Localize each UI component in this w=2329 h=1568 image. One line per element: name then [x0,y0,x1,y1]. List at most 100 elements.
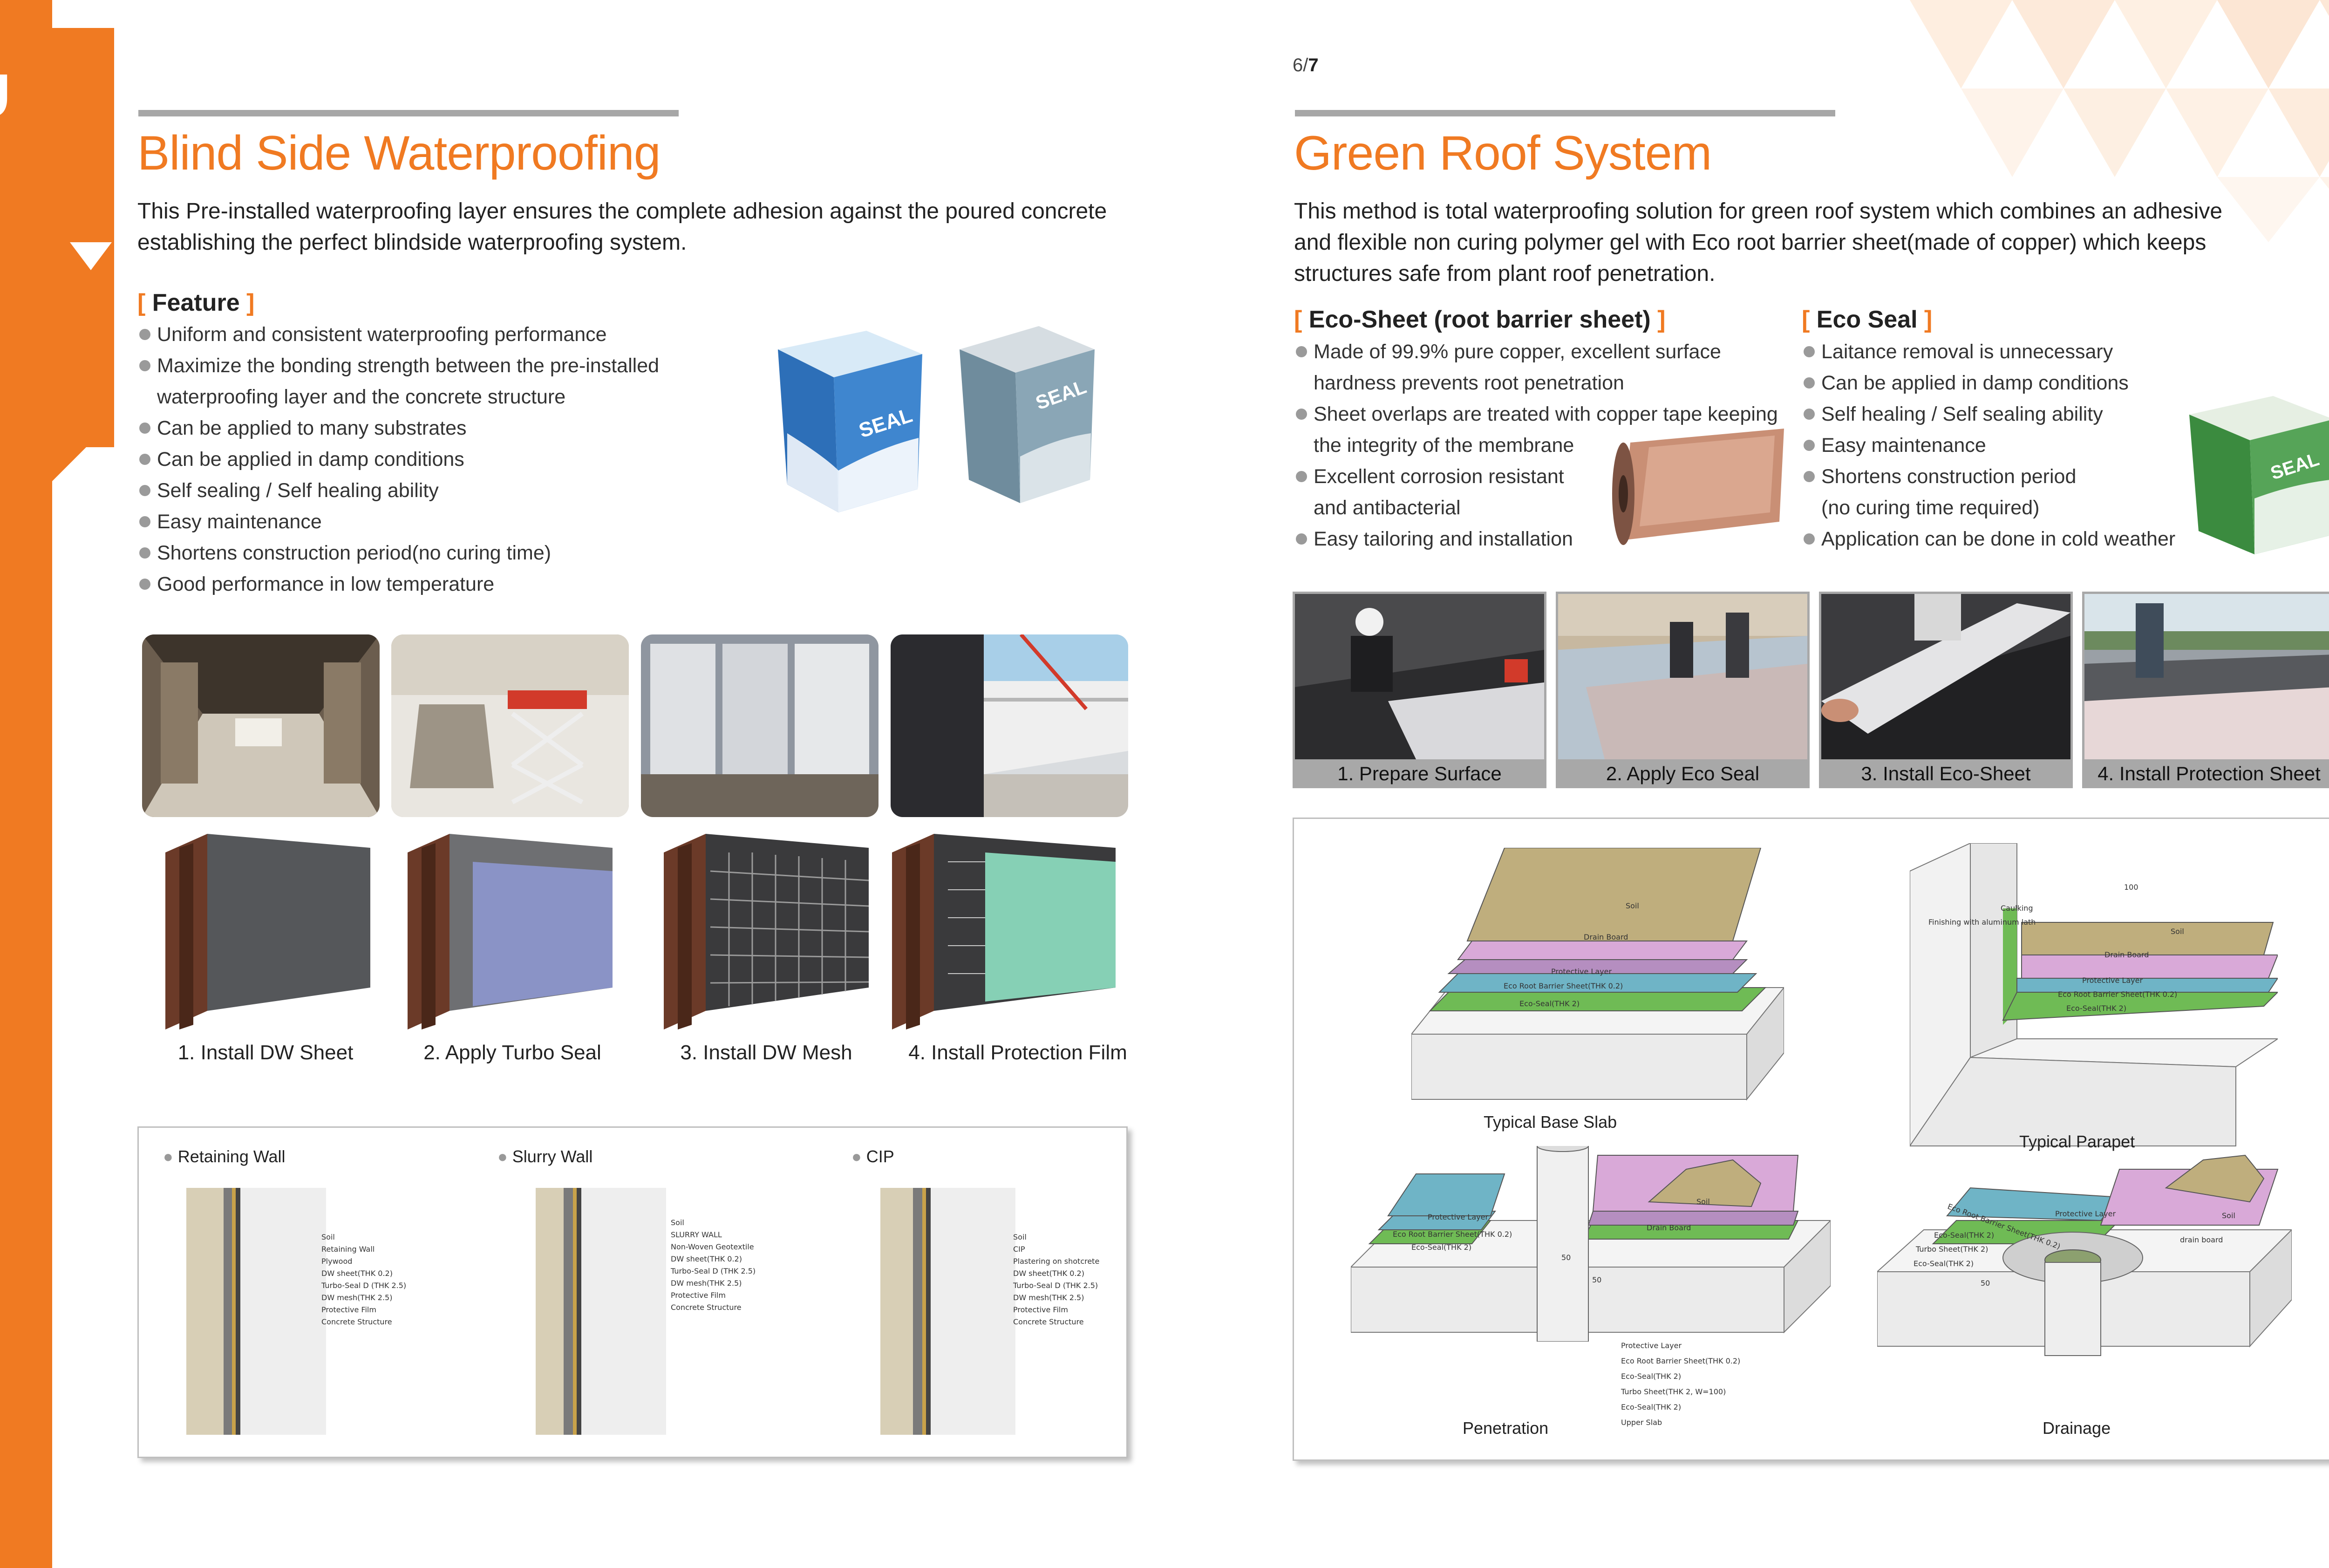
bullet-icon [139,485,150,496]
bullet-icon [1804,471,1815,482]
callout-label: Turbo Sheet(THK 2, W=100) [1621,1387,1726,1396]
layer-label: Plastering on shotcrete [1013,1257,1100,1266]
brand-logo: Renewsystem [0,70,23,466]
dimension-label: 50 [1981,1279,1990,1288]
diagram-cip [880,1188,1015,1435]
layer-label: Eco-Seal(THK 2) [1914,1259,1974,1268]
diagram-panel-title: ● Retaining Wall [163,1147,286,1166]
layer-label: DW sheet(THK 0.2) [671,1254,742,1263]
callout-label: Eco-Seal(THK 2) [1621,1403,1682,1411]
diagram-panel-title-text: Retaining Wall [177,1147,286,1166]
feature-heading-text: Feature [152,289,240,316]
list-item: Made of 99.9% pure copper, excellent sur… [1294,336,1778,368]
layer-label: Protective Layer [2055,1209,2116,1218]
bracket-close: ] [1924,306,1933,333]
layer-label: Protective Film [671,1291,726,1300]
bracket-open: [ [137,289,146,316]
list-item: Good performance in low temperature [137,569,659,600]
layer-label: Soil [2222,1211,2235,1220]
page-number: 6/7 [1293,55,1319,76]
list-item: Easy maintenance [137,506,659,538]
list-item: Can be applied in damp conditions [137,444,659,475]
list-item: the integrity of the membrane [1294,430,1778,461]
copper-sheet-image [1612,429,1784,545]
layer-label: Concrete Structure [671,1303,742,1312]
list-item: Sheet overlaps are treated with copper t… [1294,399,1778,430]
right-intro: This method is total waterproofing solut… [1294,196,2319,289]
eco-seal-list: Laitance removal is unnecessary Can be a… [1802,336,2175,555]
layer-label: SLURRY WALL [671,1230,722,1239]
list-item-text: Good performance in low temperature [157,573,495,595]
step-caption: 1. Install DW Sheet [177,1041,354,1064]
page-number-current: 6/ [1293,55,1308,75]
eco-sheet-heading-text: Eco-Sheet (root barrier sheet) [1308,306,1651,333]
penetration-callouts: Protective Layer Eco Root Barrier Sheet(… [1621,1338,1740,1430]
step-card-2: 2. Apply Eco Seal [1556,592,1810,788]
layer-label: Drain Board [1647,1223,1691,1232]
bullet-icon [139,329,150,340]
dimension-label: 50 [1592,1275,1602,1284]
layer-label: Soil [1626,901,1639,910]
layer-label: Soil [1696,1197,1710,1206]
diagram-title: Drainage [2043,1418,2111,1438]
layer-label: Soil [321,1233,335,1241]
list-item: Shortens construction period(no curing t… [137,538,659,569]
layer-label: Non-Woven Geotextile [671,1242,754,1251]
list-item: hardness prevents root penetration [1294,368,1778,399]
product-image-eco-seal: SEAL [2189,396,2329,554]
list-item-text: and antibacterial [1314,497,1461,519]
brand-tab-notch [52,419,114,481]
step-caption: 3. Install Eco-Sheet [1819,759,2073,788]
bracket-open: [ [1802,306,1810,333]
feature-list: Uniform and consistent waterproofing per… [137,319,659,600]
step-illustration-1 [165,834,370,1029]
list-item-text: (no curing time required) [1821,497,2040,519]
layer-label: drain board [2180,1235,2223,1244]
layer-label: Eco Root Barrier Sheet(THK 0.2) [2058,990,2178,999]
list-item-text: Can be applied in damp conditions [157,448,464,470]
diagram-panel-title-text: Slurry Wall [512,1147,593,1166]
step-caption: 1. Prepare Surface [1293,759,1546,788]
layer-label: Eco Root Barrier Sheet(THK 0.2) [1504,982,1623,990]
layer-label: Protective Film [1013,1305,1068,1314]
layer-label: DW mesh(THK 2.5) [671,1279,742,1288]
layer-label: Eco-Seal(THK 2) [1934,1231,1995,1240]
layer-label: Eco-Seal(THK 2) [1519,999,1580,1008]
brand-arrow-icon [70,242,112,270]
list-item-text: Self sealing / Self healing ability [157,479,439,502]
step-caption: 2. Apply Eco Seal [1556,759,1810,788]
list-item: Can be applied in damp conditions [1802,368,2175,399]
layer-label: Plywood [321,1257,353,1266]
layer-label: Eco Root Barrier Sheet(THK 0.2) [1393,1230,1512,1239]
list-item-text: Self healing / Self sealing ability [1821,403,2103,425]
dimension-label: 100 [2124,883,2138,892]
layer-label: DW sheet(THK 0.2) [1013,1269,1084,1278]
list-item: Shortens construction period [1802,461,2175,492]
right-page-title: Green Roof System [1294,126,1712,180]
diagram-drainage [1877,1154,2292,1356]
right-intro-line: This method is total waterproofing solut… [1294,199,2223,224]
brand-word: Renew [0,70,22,300]
photo-scissor-lift [391,634,629,817]
list-item-text: Application can be done in cold weather [1821,528,2176,550]
left-intro-line: establishing the perfect blindside water… [137,230,687,255]
diagram-panel-title-text: CIP [866,1147,894,1166]
right-intro-line: structures safe from plant roof penetrat… [1294,261,1716,286]
list-item: Easy tailoring and installation [1294,524,1778,555]
photo-apply-eco-seal [1558,594,1807,759]
list-item-text: Excellent corrosion resistant [1314,465,1564,488]
list-item: Excellent corrosion resistant [1294,461,1778,492]
bullet-icon [1296,409,1307,420]
callout-label: Protective Layer [1621,1341,1682,1350]
list-item: Application can be done in cold weather [1802,524,2175,555]
diagram-retaining-wall [186,1188,326,1435]
list-item: Laitance removal is unnecessary [1802,336,2175,368]
photo-install-eco-sheet [1821,594,2070,759]
list-item: Easy maintenance [1802,430,2175,461]
list-item: Self sealing / Self healing ability [137,475,659,506]
right-title-bar [1295,110,1835,116]
bullet-icon [139,516,150,527]
diagram-title: Penetration [1463,1418,1549,1438]
list-item-text: Maximize the bonding strength between th… [157,355,660,377]
bullet-icon [139,360,150,371]
